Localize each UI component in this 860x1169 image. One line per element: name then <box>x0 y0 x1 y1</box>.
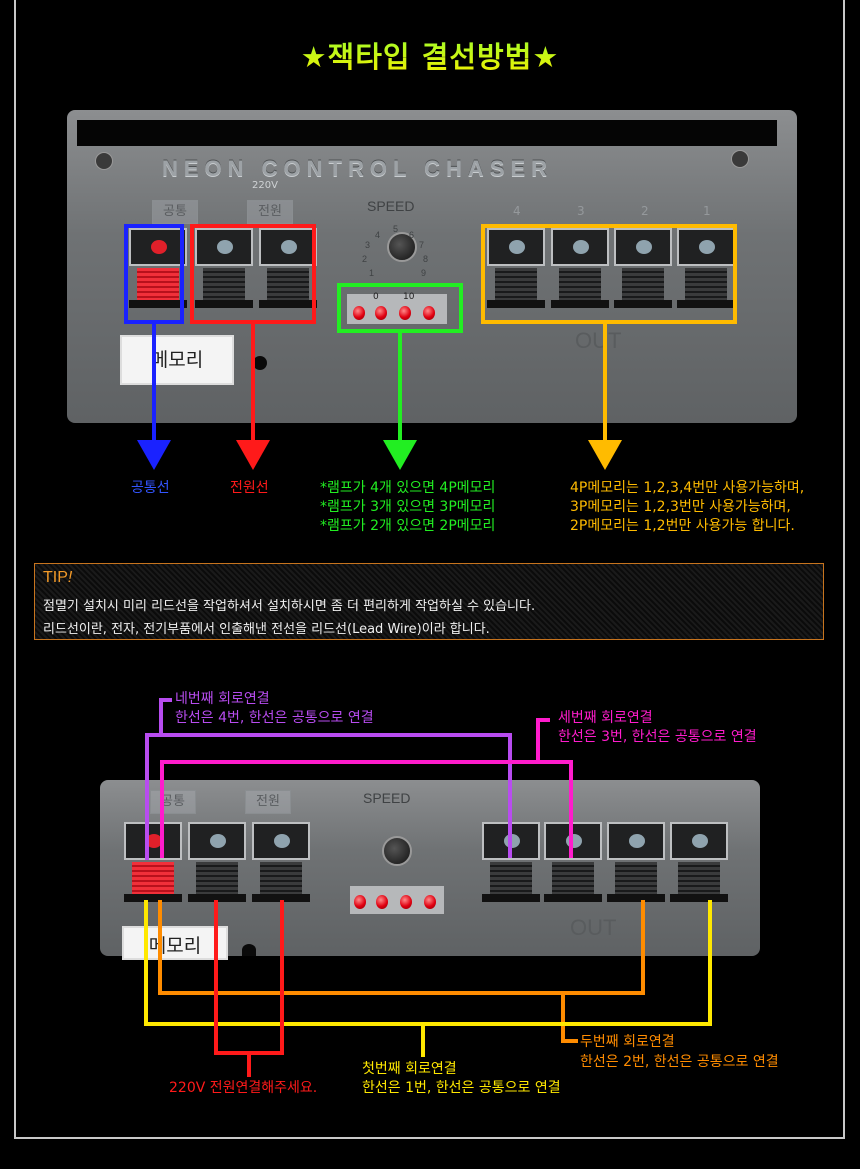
memory-hole <box>242 944 256 956</box>
lamp-note-2: *램프가 3개 있으면 3P메모리 <box>320 499 496 515</box>
terminal-power-1[interactable] <box>188 822 246 902</box>
led-scale-10: 10 <box>403 292 415 302</box>
page-title: ★잭타입 결선방법★ <box>0 34 860 76</box>
output-note-1: 4P메모리는 1,2,3,4번만 사용가능하며, <box>570 480 805 496</box>
device-photo-bottom: 공통 전원 SPEED 메모리 OUT <box>100 780 760 960</box>
led-2 <box>376 895 388 909</box>
led-1 <box>353 306 365 320</box>
output-note-3: 2P메모리는 1,2번만 사용가능 합니다. <box>570 518 795 534</box>
wire-third-leader <box>536 718 550 762</box>
device-photo-top: NEON CONTROL CHASER 220V 공통 전원 SPEED 1 2… <box>67 110 797 423</box>
wire-third <box>160 760 573 858</box>
screw-right-icon <box>731 150 749 168</box>
common-arrow-head-icon <box>137 440 171 470</box>
led-arrow-head-icon <box>383 440 417 470</box>
lamp-note-1: *램프가 4개 있으면 4P메모리 <box>320 480 496 496</box>
common-label: 공통 <box>150 790 196 814</box>
wire-fourth-leader <box>159 698 172 735</box>
power-wire-label: 전원선 <box>230 480 269 496</box>
dial-scale: 1 2 3 4 5 6 7 8 9 <box>362 224 429 278</box>
page-frame <box>14 0 845 1139</box>
terminal-power-1[interactable] <box>195 228 253 308</box>
lamp-note-3: *램프가 2개 있으면 2P메모리 <box>320 518 496 534</box>
wire-second <box>158 900 645 995</box>
circuit-third-title: 세번째 회로연결 <box>558 710 653 726</box>
memory-sticker: 메모리 <box>120 335 234 385</box>
speed-dial[interactable] <box>382 836 412 866</box>
common-label: 공통 <box>152 200 198 224</box>
led-1 <box>354 895 366 909</box>
voltage-label: 220V <box>252 180 278 191</box>
out-label: OUT <box>570 915 617 940</box>
terminal-common[interactable] <box>129 228 187 308</box>
terminal-common[interactable] <box>124 822 182 902</box>
device-lid-shadow <box>77 120 777 146</box>
circuit-second-title: 두번째 회로연결 <box>580 1034 675 1050</box>
common-wire-label: 공통선 <box>131 480 170 496</box>
led-3 <box>399 306 411 320</box>
wire-second-leader <box>561 993 578 1043</box>
speed-label: SPEED <box>367 198 415 214</box>
terminal-out-2[interactable] <box>614 228 672 308</box>
power-arrow-head-icon <box>236 440 270 470</box>
tip-box: TIP! 점멸기 설치시 미리 리드선을 작업하셔서 설치하시면 좀 더 편리하… <box>34 563 824 640</box>
power-arrow-line <box>251 324 255 444</box>
power-connection-note: 220V 전원연결해주세요. <box>169 1080 318 1096</box>
tip-heading: TIP! <box>43 569 73 586</box>
power-highlight-box <box>190 224 316 324</box>
led-2 <box>375 306 387 320</box>
wire-first <box>144 900 712 1026</box>
memory-hole <box>253 356 267 370</box>
led-4 <box>423 306 435 320</box>
circuit-third-desc: 한선은 3번, 한선은 공통으로 연결 <box>558 729 757 745</box>
wire-power <box>214 900 284 1055</box>
circuit-first-title: 첫번째 회로연결 <box>362 1061 457 1077</box>
memory-led-strip: 0 10 <box>347 292 447 324</box>
output-note-2: 3P메모리는 1,2,3번만 사용가능하며, <box>570 499 791 515</box>
wire-fourth <box>145 733 512 860</box>
terminal-out-4[interactable] <box>487 228 545 308</box>
screw-left-icon <box>95 152 113 170</box>
terminal-out-1[interactable] <box>670 822 728 902</box>
memory-led-strip <box>350 886 444 914</box>
common-arrow-line <box>152 324 156 444</box>
terminal-out-3[interactable] <box>551 228 609 308</box>
terminal-power-2[interactable] <box>252 822 310 902</box>
led-arrow-line <box>398 333 402 444</box>
terminal-out-2[interactable] <box>607 822 665 902</box>
terminal-power-2[interactable] <box>259 228 317 308</box>
output-highlight-box <box>481 224 737 324</box>
circuit-second-desc: 한선은 2번, 한선은 공통으로 연결 <box>580 1054 779 1070</box>
circuit-fourth-desc: 한선은 4번, 한선은 공통으로 연결 <box>175 710 374 726</box>
output-arrow-head-icon <box>588 440 622 470</box>
circuit-first-desc: 한선은 1번, 한선은 공통으로 연결 <box>362 1080 561 1096</box>
tip-line-1: 점멸기 설치시 미리 리드선을 작업하셔서 설치하시면 좀 더 편리하게 작업하… <box>43 599 536 614</box>
led-4 <box>424 895 436 909</box>
common-highlight-box <box>124 224 184 324</box>
device-brand-text: NEON CONTROL CHASER <box>162 156 554 181</box>
power-label: 전원 <box>245 790 291 814</box>
led-3 <box>400 895 412 909</box>
led-scale-0: 0 <box>373 292 379 302</box>
tip-line-2: 리드선이란, 전자, 전기부품에서 인출해낸 전선을 리드선(Lead Wire… <box>43 622 490 637</box>
speed-label: SPEED <box>363 790 411 806</box>
output-arrow-line <box>603 324 607 444</box>
led-highlight-box <box>337 283 463 333</box>
power-label: 전원 <box>247 200 293 224</box>
circuit-fourth-title: 네번째 회로연결 <box>175 691 270 707</box>
out-label: OUT <box>575 328 622 353</box>
speed-dial[interactable] <box>387 232 417 262</box>
